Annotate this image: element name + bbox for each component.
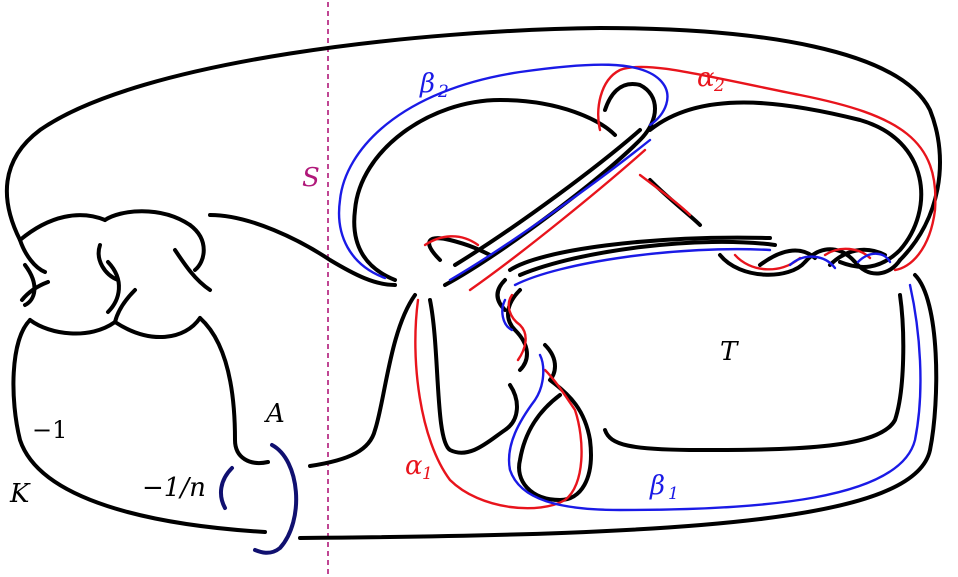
annulus-label: A <box>264 399 285 429</box>
alpha2-curve <box>597 65 937 272</box>
surgery-coefficient-K: −1 <box>32 416 67 444</box>
tangle-label: T <box>720 337 739 367</box>
alpha-curves <box>414 65 937 510</box>
beta1-label: β <box>649 471 665 501</box>
annulus-A <box>218 443 299 555</box>
knot-label: K <box>9 479 31 509</box>
knot-K <box>4 26 942 540</box>
alpha1-subscript: 1 <box>422 464 433 484</box>
alpha1-label: α <box>405 451 423 481</box>
alpha1-curve <box>414 298 583 510</box>
beta2-label: β <box>419 69 435 99</box>
alpha2-subscript: 2 <box>713 76 725 96</box>
beta1-curve <box>507 283 922 512</box>
beta2-curve <box>337 63 669 280</box>
surgery-coefficient-A: −1/n <box>142 473 206 503</box>
beta-curves <box>337 63 922 512</box>
beta1-subscript: 1 <box>668 484 679 504</box>
sphere-label: S <box>302 163 320 193</box>
alpha2-label: α <box>697 63 715 93</box>
beta2-subscript: 2 <box>437 82 449 102</box>
